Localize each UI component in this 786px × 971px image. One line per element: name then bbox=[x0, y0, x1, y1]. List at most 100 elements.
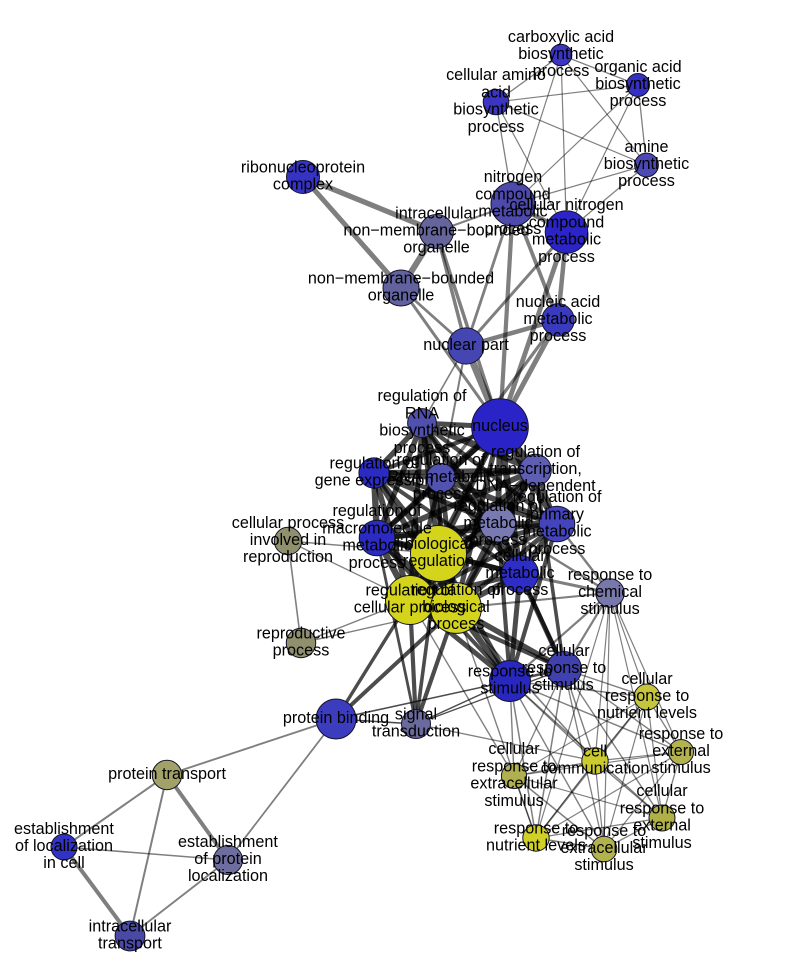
svg-text:process: process bbox=[394, 439, 451, 457]
svg-text:stimulus: stimulus bbox=[632, 834, 691, 852]
svg-text:process: process bbox=[273, 642, 330, 660]
svg-text:process: process bbox=[533, 62, 590, 80]
svg-text:protein binding: protein binding bbox=[283, 709, 389, 727]
svg-text:response to: response to bbox=[472, 757, 557, 775]
svg-text:metabolic: metabolic bbox=[522, 523, 591, 541]
svg-text:compound: compound bbox=[475, 185, 551, 203]
svg-text:cellular: cellular bbox=[538, 642, 590, 660]
svg-text:regulation of: regulation of bbox=[365, 581, 455, 599]
svg-text:regulation of: regulation of bbox=[453, 497, 543, 515]
svg-text:biosynthetic: biosynthetic bbox=[518, 45, 603, 63]
svg-text:metabolic: metabolic bbox=[523, 310, 592, 328]
svg-text:metabolic: metabolic bbox=[532, 231, 601, 249]
svg-text:intracellular: intracellular bbox=[89, 917, 172, 935]
svg-text:organelle: organelle bbox=[368, 287, 435, 305]
svg-text:transport: transport bbox=[98, 935, 162, 953]
svg-text:nuclear part: nuclear part bbox=[423, 336, 509, 354]
svg-text:intracellular: intracellular bbox=[395, 204, 478, 222]
svg-text:regulation of: regulation of bbox=[396, 451, 486, 469]
svg-text:cellular: cellular bbox=[488, 740, 540, 758]
svg-text:reproduction: reproduction bbox=[243, 548, 333, 566]
svg-text:regulation of: regulation of bbox=[491, 443, 581, 461]
svg-text:process: process bbox=[618, 172, 675, 190]
svg-text:nitrogen: nitrogen bbox=[484, 168, 543, 186]
svg-text:response to: response to bbox=[605, 687, 690, 705]
svg-text:complex: complex bbox=[273, 176, 333, 194]
svg-text:biological: biological bbox=[422, 598, 490, 616]
svg-text:amine: amine bbox=[624, 138, 668, 156]
svg-text:process: process bbox=[468, 118, 525, 136]
svg-text:response to: response to bbox=[568, 566, 653, 584]
svg-text:process: process bbox=[413, 485, 470, 503]
svg-text:response to: response to bbox=[620, 799, 705, 817]
svg-text:stimulus: stimulus bbox=[580, 600, 639, 618]
svg-text:establishment: establishment bbox=[14, 820, 114, 838]
svg-text:regulation of: regulation of bbox=[512, 488, 602, 506]
svg-text:carboxylic acid: carboxylic acid bbox=[508, 28, 614, 46]
svg-text:involved in: involved in bbox=[250, 531, 327, 549]
svg-text:metabolic: metabolic bbox=[478, 203, 547, 221]
svg-text:metabolic: metabolic bbox=[485, 564, 554, 582]
svg-text:regulation of: regulation of bbox=[329, 454, 419, 472]
svg-text:process: process bbox=[529, 540, 586, 558]
svg-text:extracellular: extracellular bbox=[470, 775, 558, 793]
svg-text:non−membrane−bounded: non−membrane−bounded bbox=[308, 269, 494, 287]
svg-text:cellular: cellular bbox=[494, 547, 546, 565]
svg-text:process: process bbox=[485, 220, 542, 238]
svg-text:cellular process: cellular process bbox=[232, 514, 344, 532]
svg-text:signal: signal bbox=[395, 705, 437, 723]
svg-text:extracellular: extracellular bbox=[560, 839, 648, 857]
svg-text:biosynthetic: biosynthetic bbox=[604, 155, 689, 173]
svg-text:process: process bbox=[492, 581, 549, 599]
svg-text:metabolic: metabolic bbox=[463, 514, 532, 532]
svg-text:external: external bbox=[652, 742, 710, 760]
svg-text:compound: compound bbox=[529, 213, 605, 231]
svg-text:metabolic: metabolic bbox=[342, 537, 411, 555]
svg-text:stimulus: stimulus bbox=[534, 676, 593, 694]
svg-text:process: process bbox=[428, 615, 485, 633]
svg-text:cellular: cellular bbox=[636, 782, 688, 800]
svg-text:regulation of: regulation of bbox=[332, 502, 422, 520]
svg-text:reproductive: reproductive bbox=[256, 624, 345, 642]
svg-text:transcription,: transcription, bbox=[489, 460, 582, 478]
svg-text:external: external bbox=[633, 817, 691, 835]
svg-text:of localization: of localization bbox=[15, 837, 113, 855]
svg-text:stimulus: stimulus bbox=[651, 759, 710, 777]
svg-text:nutrient levels: nutrient levels bbox=[597, 704, 697, 722]
svg-text:RNA: RNA bbox=[405, 404, 439, 422]
svg-text:response to: response to bbox=[494, 819, 579, 837]
svg-text:process: process bbox=[530, 327, 587, 345]
svg-text:process: process bbox=[538, 248, 595, 266]
svg-text:regulation of: regulation of bbox=[411, 581, 501, 599]
svg-text:cellular: cellular bbox=[621, 670, 673, 688]
svg-text:localization: localization bbox=[188, 867, 268, 885]
svg-text:transduction: transduction bbox=[372, 723, 460, 741]
svg-text:acid: acid bbox=[481, 83, 511, 101]
svg-text:cellular amino: cellular amino bbox=[446, 66, 546, 84]
svg-text:cellular nitrogen: cellular nitrogen bbox=[509, 196, 623, 214]
svg-text:cellular process: cellular process bbox=[354, 599, 466, 617]
svg-text:non−membrane−bounded: non−membrane−bounded bbox=[343, 222, 529, 240]
svg-text:cell: cell bbox=[583, 742, 607, 760]
svg-text:in cell: in cell bbox=[43, 854, 84, 872]
svg-text:regulation of: regulation of bbox=[377, 387, 467, 405]
svg-text:stimulus: stimulus bbox=[574, 856, 633, 874]
svg-text:biological: biological bbox=[405, 535, 473, 553]
svg-text:gene expression: gene expression bbox=[315, 472, 434, 490]
svg-text:chemical: chemical bbox=[578, 583, 642, 601]
svg-text:process: process bbox=[349, 554, 406, 572]
svg-text:macromolecule: macromolecule bbox=[322, 519, 432, 537]
svg-text:primary: primary bbox=[530, 505, 585, 523]
svg-text:response to: response to bbox=[468, 662, 553, 680]
svg-text:nutrient levels: nutrient levels bbox=[486, 837, 586, 855]
svg-text:organelle: organelle bbox=[403, 239, 470, 257]
svg-text:process: process bbox=[610, 92, 667, 110]
svg-text:protein transport: protein transport bbox=[108, 765, 226, 783]
svg-text:response to: response to bbox=[562, 822, 647, 840]
svg-text:stimulus: stimulus bbox=[484, 792, 543, 810]
svg-text:regulation: regulation bbox=[403, 552, 474, 570]
svg-text:establishment: establishment bbox=[178, 833, 278, 851]
svg-text:stimulus: stimulus bbox=[480, 680, 539, 698]
svg-text:ribonucleoprotein: ribonucleoprotein bbox=[241, 158, 365, 176]
svg-text:DNA−dependent: DNA−dependent bbox=[475, 477, 596, 495]
